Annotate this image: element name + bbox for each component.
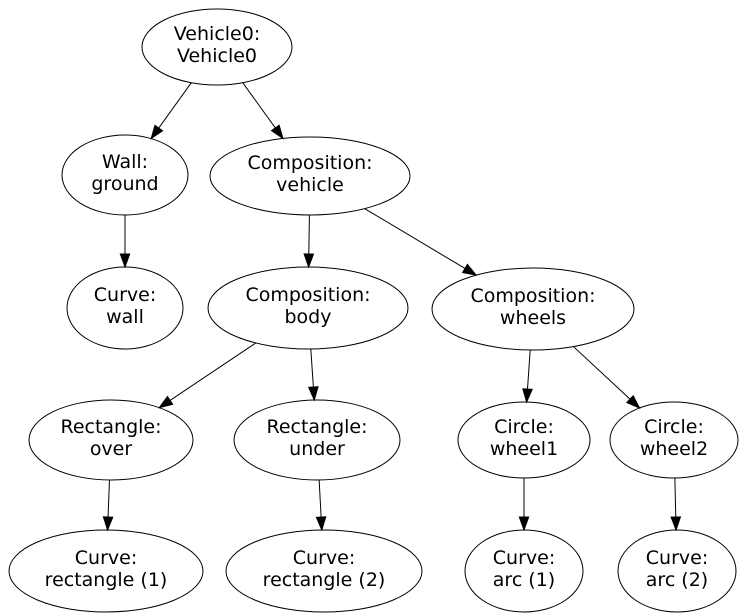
edge-composition-body-to-rectangle-under [307,348,319,402]
arrowhead-icon [303,253,315,269]
node-composition-wheels: Composition:wheels [431,267,635,351]
edge-circle-wheel2-to-curve-arc-2 [670,477,682,532]
arrowhead-icon [307,386,319,402]
edge-line [310,348,314,388]
node-label-line: arc (2) [646,569,708,591]
node-label-line: rectangle (1) [45,569,168,591]
edge-rectangle-under-to-curve-rectangle-2 [315,479,327,532]
edge-rectangle-over-to-curve-rectangle-1 [102,479,114,532]
node-curve-rectangle-2: Curve:rectangle (2) [225,529,423,613]
node-ellipse [233,399,401,481]
node-label-line: over [90,438,133,460]
node-ellipse [28,399,194,481]
arrowhead-icon [119,253,131,269]
node-label-line: arc (1) [493,569,555,591]
node-ellipse [225,529,423,613]
node-label-line: Vehicle0: [174,23,260,45]
node-label-line: Curve: [75,547,137,569]
edge-line [318,479,322,518]
arrowhead-icon [461,263,478,276]
edge-line [158,82,192,129]
node-label-line: body [285,306,332,328]
node-ellipse [617,529,737,613]
edge-composition-vehicle-to-composition-body [303,214,315,269]
edge-composition-wheels-to-circle-wheel2 [573,346,641,409]
edge-line [169,342,257,401]
edge-line [308,214,310,255]
node-ellipse [431,267,635,351]
arrowhead-icon [522,388,533,404]
node-label-line: Rectangle: [60,416,161,438]
node-label-line: wheel2 [640,438,708,460]
node-label-line: Rectangle: [266,416,367,438]
arrowhead-icon [315,516,327,532]
node-label-line: wall [106,306,144,328]
arrowhead-icon [270,124,284,140]
node-curve-arc-1: Curve:arc (1) [464,529,584,613]
edge-circle-wheel1-to-curve-arc-1 [518,478,530,532]
edge-vehicle0-to-composition-vehicle [242,82,284,140]
node-label-line: Composition: [247,152,372,174]
node-rectangle-over: Rectangle:over [28,399,194,481]
node-label-line: Circle: [644,416,704,438]
node-label-line: Composition: [470,285,595,307]
node-label-line: wheels [500,307,566,329]
node-circle-wheel1: Circle:wheel1 [457,401,591,479]
node-ellipse [209,136,411,216]
node-label-line: Curve: [493,547,555,569]
edge-line [573,346,631,400]
node-label-line: Composition: [245,284,370,306]
node-label-line: Curve: [293,547,355,569]
arrowhead-icon [670,516,682,532]
node-label-line: under [289,438,345,460]
edge-line [107,479,110,518]
edge-line [674,477,677,518]
arrowhead-icon [158,395,174,409]
node-ellipse [8,529,204,613]
edge-line [364,208,466,269]
node-vehicle0: Vehicle0:Vehicle0 [141,8,293,86]
arrowhead-icon [102,516,114,532]
node-curve-wall: Curve:wall [66,266,184,350]
edge-wall-ground-to-curve-wall [119,215,131,269]
node-curve-arc-2: Curve:arc (2) [617,529,737,613]
node-label-line: vehicle [276,174,344,196]
edge-line [242,82,276,129]
node-ellipse [207,266,409,350]
node-ellipse [609,401,739,479]
node-label-line: Vehicle0 [177,45,257,67]
node-curve-rectangle-1: Curve:rectangle (1) [8,529,204,613]
edge-composition-body-to-rectangle-over [158,342,257,409]
node-label-line: ground [91,173,158,195]
node-label-line: Curve: [646,547,708,569]
node-circle-wheel2: Circle:wheel2 [609,401,739,479]
arrowhead-icon [625,394,641,409]
edge-line [527,349,531,390]
node-rectangle-under: Rectangle:under [233,399,401,481]
arrowhead-icon [150,124,164,140]
node-label-line: rectangle (2) [263,569,386,591]
node-composition-vehicle: Composition:vehicle [209,136,411,216]
edge-composition-wheels-to-circle-wheel1 [522,349,533,404]
node-label-line: Wall: [102,151,148,173]
node-wall-ground: Wall:ground [61,134,189,216]
edge-composition-vehicle-to-composition-wheels [364,208,478,276]
edge-vehicle0-to-wall-ground [150,82,192,140]
node-label-line: wheel1 [490,438,558,460]
node-label-line: Circle: [494,416,554,438]
node-ellipse [141,8,293,86]
node-label-line: Curve: [94,284,156,306]
arrowhead-icon [518,516,530,532]
node-composition-body: Composition:body [207,266,409,350]
